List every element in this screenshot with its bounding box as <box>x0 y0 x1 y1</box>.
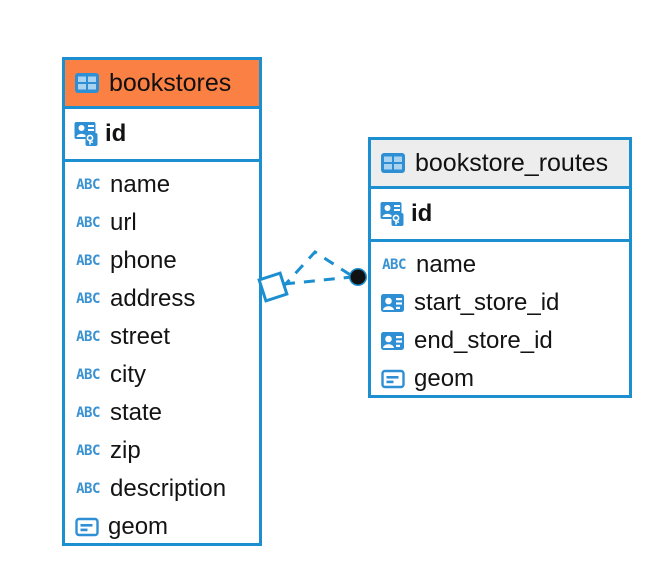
field-label: city <box>110 361 146 388</box>
field-label: geom <box>414 365 475 392</box>
field-label: street <box>110 323 171 350</box>
field-label: end_store_id <box>414 327 553 354</box>
relationship-line-upper <box>280 250 353 290</box>
field-row[interactable]: ABC phone <box>65 242 259 280</box>
field-row[interactable]: ABC street <box>65 318 259 356</box>
abc-icon: ABC <box>76 405 100 421</box>
primary-key-icon <box>380 201 406 227</box>
primary-key-section: id <box>65 109 259 162</box>
field-label: geom <box>108 513 169 540</box>
abc-icon: ABC <box>76 481 100 497</box>
field-label: name <box>416 251 477 278</box>
entity-title: bookstore_routes <box>415 148 609 177</box>
foreign-key-icon <box>380 290 406 316</box>
geometry-icon <box>380 366 406 392</box>
field-row[interactable]: start_store_id <box>371 284 629 322</box>
entity-bookstores[interactable]: bookstores <box>62 57 262 546</box>
field-label: start_store_id <box>414 289 560 316</box>
field-label: phone <box>110 247 177 274</box>
relationship-line-lower <box>283 275 353 286</box>
field-row[interactable]: ABC zip <box>65 432 259 470</box>
entity-bookstore-routes[interactable]: bookstore_routes <box>368 137 632 398</box>
field-row[interactable]: ABC description <box>65 470 259 508</box>
abc-icon: ABC <box>382 257 406 273</box>
primary-key-icon <box>74 121 100 147</box>
field-row[interactable]: end_store_id <box>371 322 629 360</box>
abc-icon: ABC <box>76 443 100 459</box>
relationship-source-diamond-icon <box>257 271 289 303</box>
field-row-id[interactable]: id <box>371 195 629 233</box>
table-icon <box>380 152 406 174</box>
field-label: state <box>110 399 163 426</box>
field-row[interactable]: ABC url <box>65 204 259 242</box>
entity-header-bookstores[interactable]: bookstores <box>65 60 259 109</box>
field-row-id[interactable]: id <box>65 115 259 153</box>
field-row[interactable]: geom <box>65 508 259 546</box>
field-label: description <box>110 475 227 502</box>
field-row[interactable]: ABC city <box>65 356 259 394</box>
field-label: address <box>110 285 196 312</box>
foreign-key-icon <box>380 328 406 354</box>
abc-icon: ABC <box>76 215 100 231</box>
field-row[interactable]: ABC address <box>65 280 259 318</box>
entity-header-bookstore-routes[interactable]: bookstore_routes <box>371 140 629 189</box>
field-row[interactable]: geom <box>371 360 629 398</box>
relationship-target-circle-icon <box>349 268 367 286</box>
field-row[interactable]: ABC name <box>371 246 629 284</box>
field-label: url <box>110 209 137 236</box>
abc-icon: ABC <box>76 291 100 307</box>
field-label: id <box>411 200 433 227</box>
abc-icon: ABC <box>76 253 100 269</box>
entity-title: bookstores <box>109 68 232 97</box>
field-row[interactable]: ABC state <box>65 394 259 432</box>
field-label: name <box>110 171 171 198</box>
table-icon <box>74 72 100 94</box>
field-label: id <box>105 120 127 147</box>
abc-icon: ABC <box>76 367 100 383</box>
abc-icon: ABC <box>76 177 100 193</box>
abc-icon: ABC <box>76 329 100 345</box>
primary-key-section: id <box>371 189 629 242</box>
geometry-icon <box>74 514 100 540</box>
field-row[interactable]: ABC name <box>65 166 259 204</box>
field-label: zip <box>110 437 141 464</box>
